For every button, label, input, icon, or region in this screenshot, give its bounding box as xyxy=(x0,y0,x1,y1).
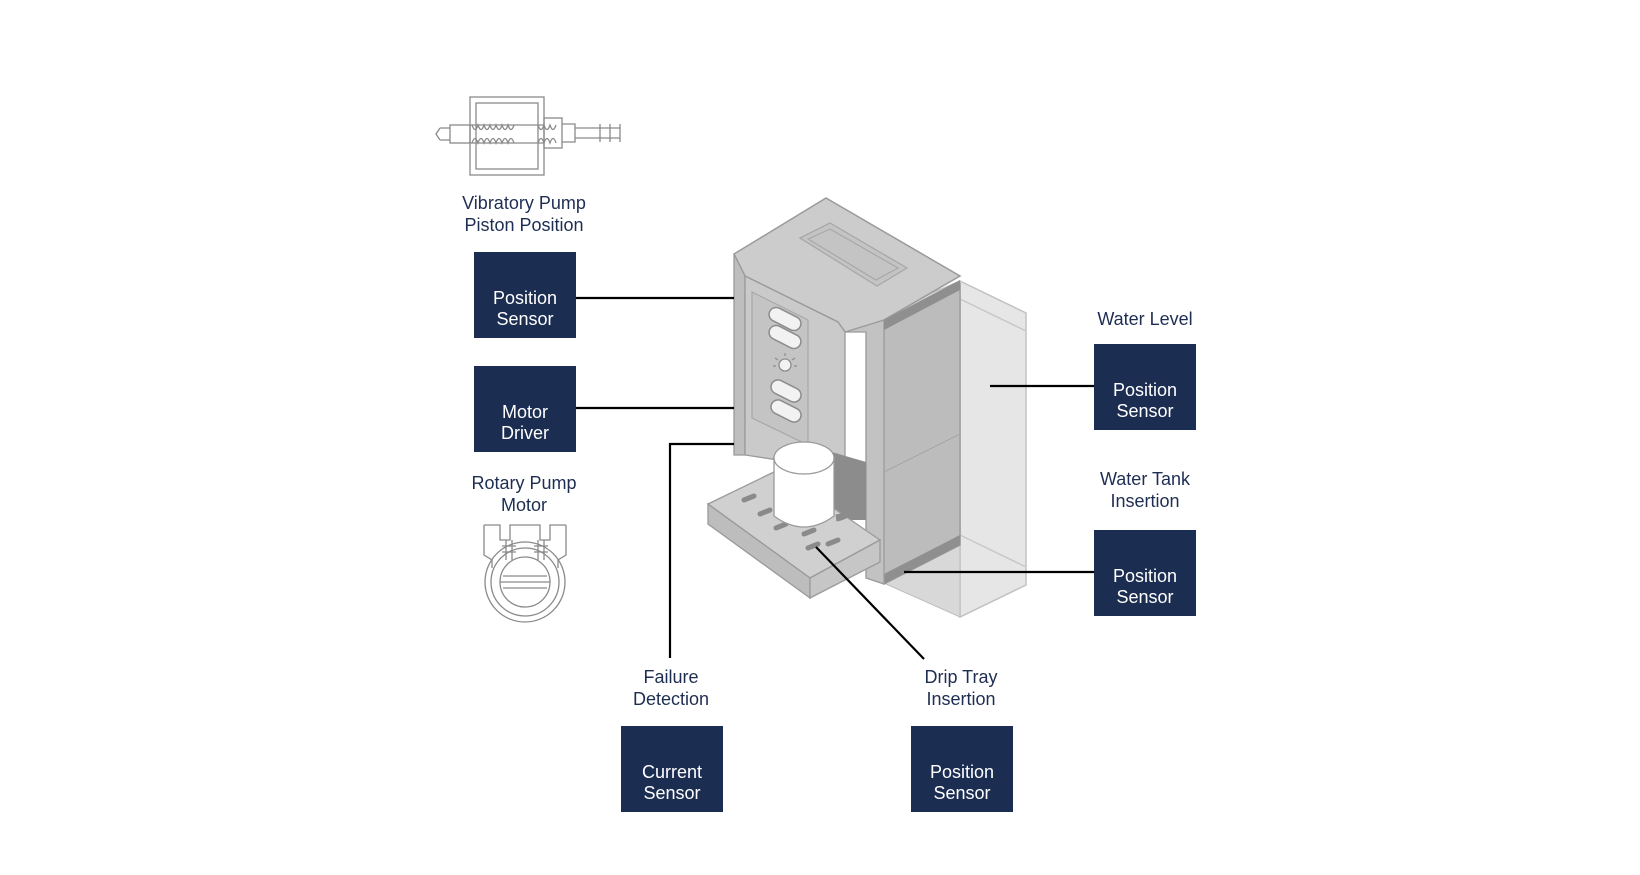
caption-failure-detection-line1: Failure xyxy=(643,667,699,687)
box-drip-tray-line1: Position xyxy=(929,762,995,782)
box-water-level-line2: Sensor xyxy=(1116,401,1174,421)
box-water-tank-line1: Position xyxy=(1112,566,1178,586)
caption-vibratory-pump-line1: Vibratory Pump xyxy=(462,193,586,213)
box-current-sensor: Current Sensor xyxy=(621,726,723,812)
caption-vibratory-pump-line2: Piston Position xyxy=(464,215,584,235)
caption-rotary-pump-line2: Motor xyxy=(500,495,547,515)
box-drip-tray-sensor: Position Sensor xyxy=(911,726,1013,812)
caption-water-tank: Water Tank Insertion xyxy=(1085,468,1205,512)
box-water-tank-line2: Sensor xyxy=(1116,587,1174,607)
espresso-machine-illustration xyxy=(706,197,1027,619)
caption-water-level-line1: Water Level xyxy=(1097,309,1193,329)
caption-drip-tray-line2: Insertion xyxy=(926,689,996,709)
box-motor-driver-line2: Driver xyxy=(501,423,549,443)
box-pump-position-sensor: Position Sensor xyxy=(474,252,576,338)
caption-drip-tray: Drip Tray Insertion xyxy=(901,666,1021,710)
leader-failure-detection xyxy=(668,442,734,658)
caption-failure-detection: Failure Detection xyxy=(611,666,731,710)
caption-water-tank-line2: Insertion xyxy=(1110,491,1180,511)
box-current-line2: Sensor xyxy=(643,783,701,803)
vibratory-pump-drawing xyxy=(435,96,621,176)
box-pump-position-line2: Sensor xyxy=(496,309,554,329)
caption-vibratory-pump: Vibratory Pump Piston Position xyxy=(454,192,594,236)
rotary-pump-drawing xyxy=(483,524,567,623)
leader-lines xyxy=(576,296,1094,660)
caption-water-tank-line1: Water Tank xyxy=(1099,469,1191,489)
caption-rotary-pump: Rotary Pump Motor xyxy=(464,472,584,516)
box-motor-driver-line1: Motor xyxy=(501,402,548,422)
caption-water-level: Water Level xyxy=(1085,308,1205,330)
caption-rotary-pump-line1: Rotary Pump xyxy=(471,473,577,493)
box-water-level-sensor: Position Sensor xyxy=(1094,344,1196,430)
box-pump-position-line1: Position xyxy=(492,288,558,308)
box-motor-driver: Motor Driver xyxy=(474,366,576,452)
box-drip-tray-line2: Sensor xyxy=(933,783,991,803)
box-water-level-line1: Position xyxy=(1112,380,1178,400)
caption-failure-detection-line2: Detection xyxy=(632,689,710,709)
box-current-line1: Current xyxy=(641,762,703,782)
box-water-tank-sensor: Position Sensor xyxy=(1094,530,1196,616)
leader-drip-tray xyxy=(815,546,925,660)
caption-drip-tray-line1: Drip Tray xyxy=(924,667,998,687)
